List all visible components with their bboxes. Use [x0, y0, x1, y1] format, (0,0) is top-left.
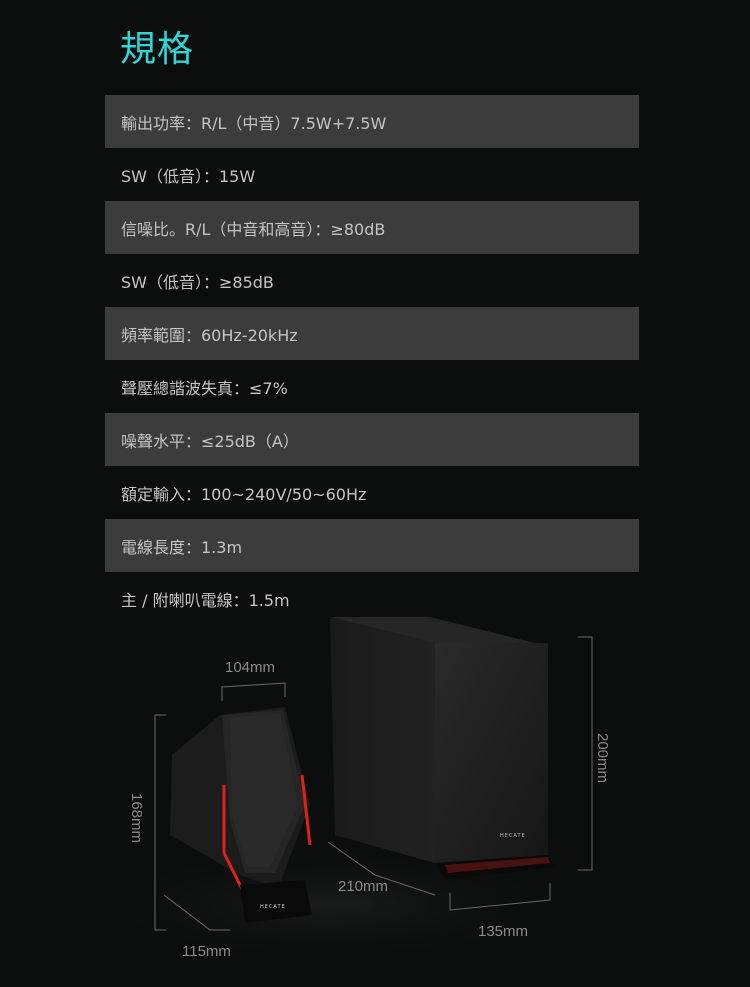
satellite-depth-label: 115mm	[182, 943, 231, 960]
spec-row: 額定輸入：100~240V/50~60Hz	[105, 466, 639, 519]
svg-text:HECATE: HECATE	[500, 833, 526, 839]
spec-row: 頻率範圍：60Hz-20kHz	[105, 307, 639, 360]
spec-text: 噪聲水平：≤25dB（A）	[121, 431, 299, 451]
spec-text: 頻率範圍：60Hz-20kHz	[121, 325, 298, 345]
svg-text:HECATE: HECATE	[260, 904, 286, 910]
spec-row: 主 / 附喇叭電線：1.5m	[105, 572, 639, 625]
spec-text: 信噪比。R/L（中音和高音）：≥80dB	[121, 219, 386, 239]
spec-text: 輸出功率：R/L（中音）7.5W+7.5W	[121, 113, 387, 133]
spec-text: 聲壓總諧波失真：≤7%	[121, 378, 288, 398]
spec-row: SW（低音）：≥85dB	[105, 254, 639, 307]
satellite-width-label: 104mm	[225, 659, 276, 676]
spec-text: 主 / 附喇叭電線：1.5m	[121, 590, 290, 610]
spec-row: 電線長度：1.3m	[105, 519, 639, 572]
spec-text: SW（低音）：15W	[121, 166, 256, 186]
spec-row: 輸出功率：R/L（中音）7.5W+7.5W	[105, 95, 639, 148]
satellite-height-label: 168mm	[128, 793, 145, 844]
subwoofer-height-label: 200mm	[594, 733, 611, 784]
spec-list: 輸出功率：R/L（中音）7.5W+7.5W SW（低音）：15W 信噪比。R/L…	[105, 95, 639, 625]
spec-row: 聲壓總諧波失真：≤7%	[105, 360, 639, 413]
speaker-illustration: HECATE HECATE	[100, 617, 593, 965]
spec-row: 噪聲水平：≤25dB（A）	[105, 413, 639, 466]
subwoofer-icon: HECATE	[330, 617, 555, 880]
product-dimensions-figure: HECATE HECATE 104mm 168mm 115mm 210mm 13…	[100, 605, 640, 975]
satellite-speaker-icon: HECATE	[170, 707, 312, 923]
spec-row: SW（低音）：15W	[105, 148, 639, 201]
spec-text: 額定輸入：100~240V/50~60Hz	[121, 484, 367, 504]
page-title: 規格	[120, 29, 195, 70]
spec-text: 電線長度：1.3m	[121, 537, 243, 557]
dimension-lines	[154, 636, 593, 931]
subwoofer-depth-label: 210mm	[338, 878, 389, 895]
spec-row: 信噪比。R/L（中音和高音）：≥80dB	[105, 201, 639, 254]
subwoofer-width-label: 135mm	[478, 923, 529, 940]
spec-text: SW（低音）：≥85dB	[121, 272, 274, 292]
